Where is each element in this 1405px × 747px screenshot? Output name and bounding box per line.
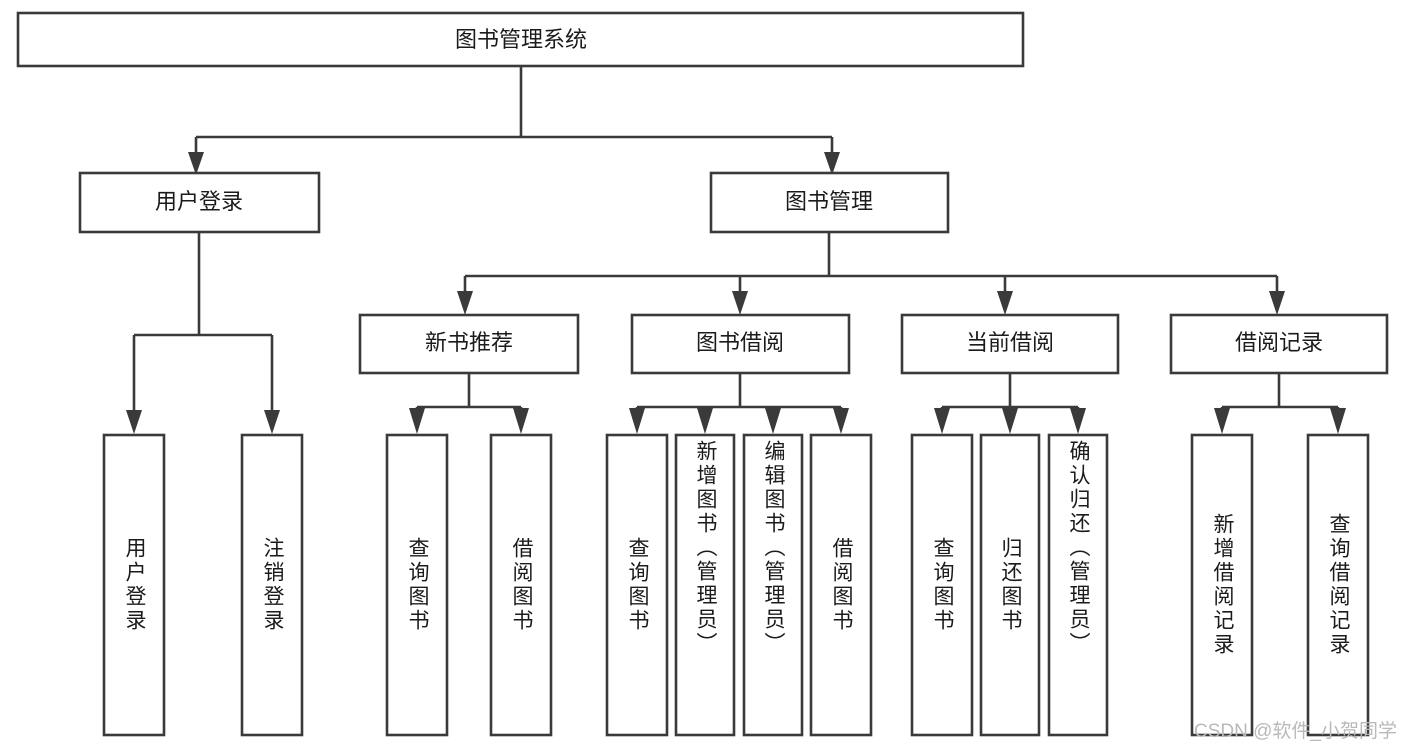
node-label-book-management-system: 图书管理系统: [455, 27, 587, 52]
arrow-head-icon: [824, 152, 840, 175]
node-current-borrow[interactable]: [900, 313, 1120, 375]
node-borrow-record[interactable]: [1169, 313, 1389, 375]
node-book-management-system[interactable]: [16, 11, 1025, 68]
node-book-management[interactable]: [709, 171, 950, 234]
node-leaf-query-book-3[interactable]: [910, 433, 974, 737]
arrow-head-icon: [1214, 408, 1230, 434]
arrow-head-icon: [126, 410, 142, 434]
arrow-head-icon: [513, 408, 529, 434]
arrow-head-icon: [1002, 408, 1018, 434]
node-label-book-borrow: 图书借阅: [696, 330, 784, 355]
watermark-text: CSDN @软件_小贺同学: [1194, 721, 1397, 742]
node-label-book-management: 图书管理: [785, 189, 873, 214]
node-leaf-add-book[interactable]: [674, 433, 736, 737]
node-label-borrow-record: 借阅记录: [1235, 330, 1323, 355]
node-book-borrow[interactable]: [630, 313, 851, 375]
node-label-current-borrow: 当前借阅: [966, 330, 1054, 355]
node-new-book-recommend[interactable]: [358, 313, 580, 375]
node-layer: 图书管理系统 用户登录 图书管理 新书推荐 图书借阅 当前借阅 借阅记录: [16, 11, 1389, 737]
node-leaf-query-book-1[interactable]: [385, 433, 449, 737]
arrow-head-icon: [997, 291, 1013, 315]
arrow-head-icon: [188, 152, 204, 175]
node-leaf-return-book[interactable]: [979, 433, 1041, 737]
node-user-login[interactable]: [78, 171, 321, 234]
arrow-head-icon: [1070, 408, 1086, 434]
arrow-head-icon: [457, 291, 473, 315]
arrow-head-icon: [765, 408, 781, 434]
node-leaf-borrow-book-2[interactable]: [809, 433, 873, 737]
connector-layer: [126, 66, 1346, 434]
arrow-head-icon: [697, 408, 713, 434]
node-label-new-book-recommend: 新书推荐: [425, 330, 513, 355]
arrow-head-icon: [1330, 408, 1346, 434]
node-leaf-borrow-book-1[interactable]: [489, 433, 553, 737]
node-leaf-add-record[interactable]: [1190, 433, 1254, 737]
node-leaf-query-record[interactable]: [1306, 433, 1370, 737]
node-leaf-query-book-2[interactable]: [605, 433, 669, 737]
node-leaf-edit-book[interactable]: [742, 433, 804, 737]
arrow-head-icon: [934, 408, 950, 434]
arrow-head-icon: [264, 410, 280, 434]
node-leaf-logout-login[interactable]: [240, 433, 304, 737]
arrow-head-icon: [833, 408, 849, 434]
arrow-head-icon: [409, 408, 425, 434]
node-leaf-user-login[interactable]: [102, 433, 166, 737]
arrow-head-icon: [732, 291, 748, 315]
arrow-head-icon: [629, 408, 645, 434]
node-label-user-login: 用户登录: [155, 189, 243, 214]
arrow-head-icon: [1269, 291, 1285, 315]
node-leaf-confirm-return[interactable]: [1047, 433, 1109, 737]
